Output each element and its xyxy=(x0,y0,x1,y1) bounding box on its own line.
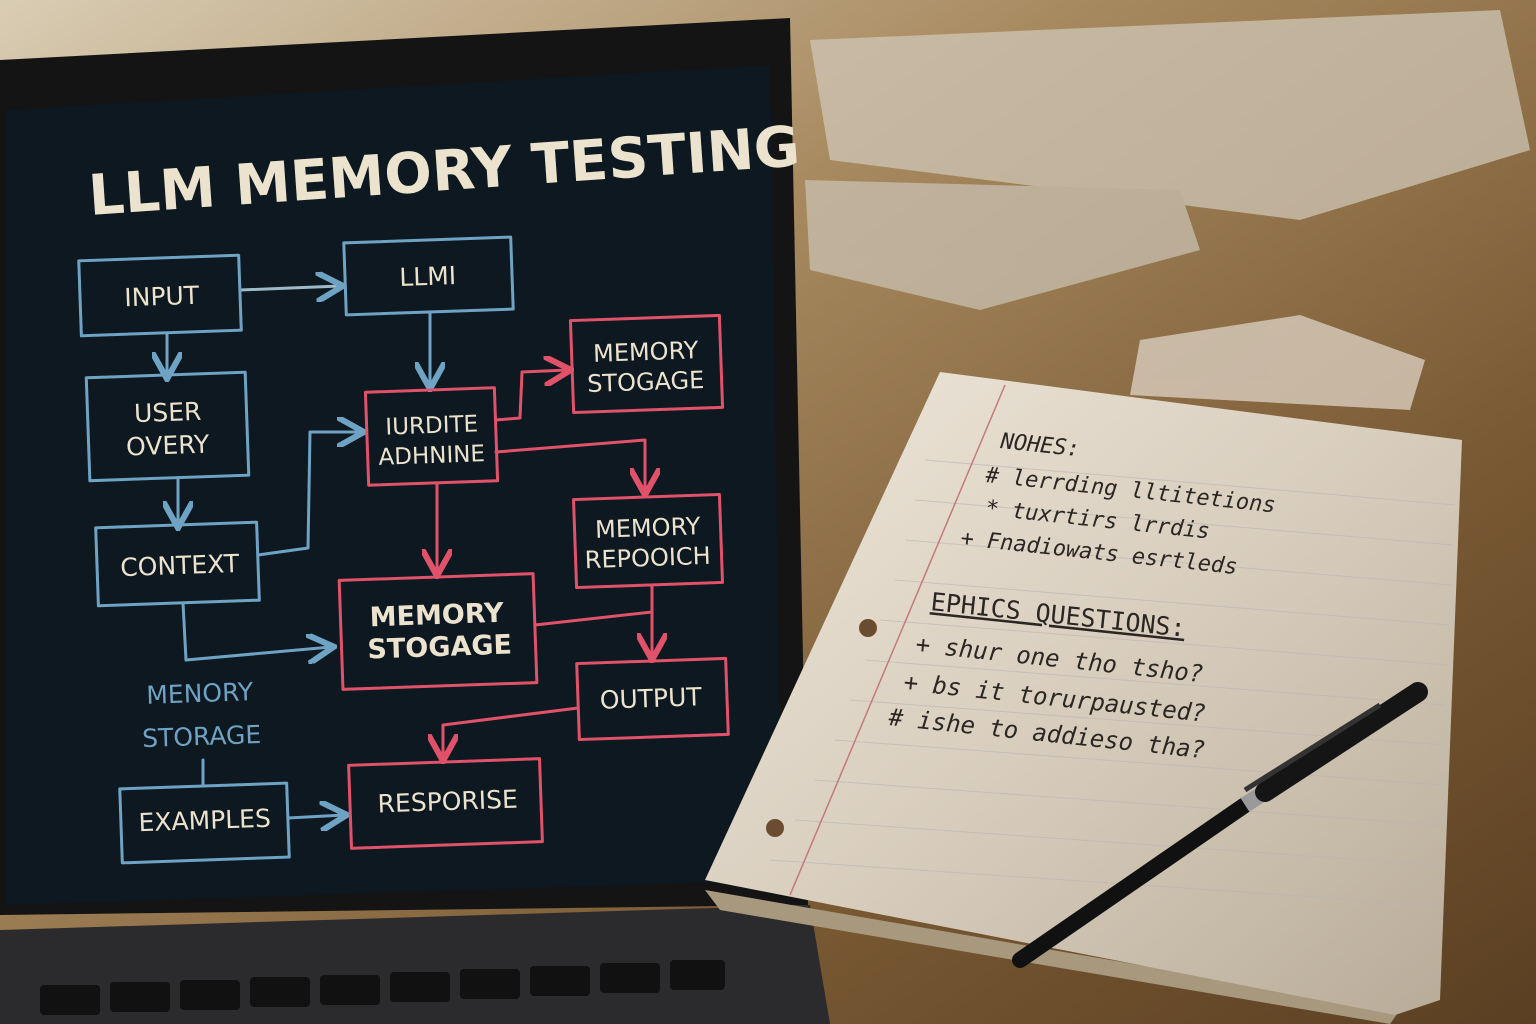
laptop xyxy=(0,18,830,1024)
node-memory-repooich-box xyxy=(572,492,724,590)
keyboard-keys xyxy=(40,960,725,1015)
node-input: INPUT xyxy=(124,281,200,313)
node-update-engine-line1: IURDITE xyxy=(385,411,479,440)
paper-stack-background xyxy=(805,10,1530,410)
node-memory-storage-top-box xyxy=(568,313,725,415)
node-memory-storage-top-line1: MEMORY xyxy=(593,336,700,368)
arrow-context-storage xyxy=(181,601,331,660)
node-response-box xyxy=(347,757,544,850)
notebook-page xyxy=(705,372,1462,1015)
menory-storage-label-line1: MENORY xyxy=(146,677,254,710)
node-update-engine-line2: ADHNINE xyxy=(378,441,485,471)
node-examples-box xyxy=(118,781,291,865)
node-response: RESPORISE xyxy=(377,785,518,819)
pen xyxy=(1012,682,1428,968)
node-update-engine-box xyxy=(363,386,500,487)
arrow-examples-response xyxy=(286,815,344,818)
node-memory-repooich-line2: REPOOICH xyxy=(584,542,711,574)
node-context: CONTEXT xyxy=(120,549,241,582)
binder-hole xyxy=(766,819,784,837)
node-llm-box xyxy=(342,235,515,317)
node-examples: EXAMPLES xyxy=(138,804,271,838)
node-memory-storage-mid-box xyxy=(337,572,539,691)
node-memory-storage-mid-line1: MEMORY xyxy=(369,598,504,634)
node-output-box xyxy=(575,656,730,742)
node-user-query-line2: OVERY xyxy=(126,430,211,462)
node-user-query-box xyxy=(84,370,251,483)
node-memory-storage-mid-line2: STOGAGE xyxy=(367,629,512,665)
node-output: OUTPUT xyxy=(599,682,703,715)
arrow-output-response xyxy=(443,706,580,758)
arrow-context-update xyxy=(256,432,361,557)
node-context-box xyxy=(94,520,261,608)
menory-storage-label-line2: STORAGE xyxy=(142,720,262,753)
node-input-box xyxy=(77,253,243,338)
line-storage-output xyxy=(533,610,654,627)
notebook: NOHES: # lerrding lltitetions * tuxrtirs… xyxy=(705,372,1462,1024)
margin-line xyxy=(789,384,1006,896)
node-llm: LLMI xyxy=(399,261,457,292)
arrow-update-repooich xyxy=(494,438,645,492)
node-boxes xyxy=(77,235,730,865)
ruled-lines xyxy=(769,459,1456,906)
binder-hole xyxy=(859,619,877,637)
node-memory-storage-top-line2: STOGAGE xyxy=(587,366,705,398)
node-user-query-line1: USER xyxy=(134,397,202,428)
arrow-update-memory-top xyxy=(494,370,568,422)
arrow-input-llm xyxy=(238,286,340,290)
node-memory-repooich-line1: MEMORY xyxy=(595,512,702,544)
connectors xyxy=(167,286,652,818)
